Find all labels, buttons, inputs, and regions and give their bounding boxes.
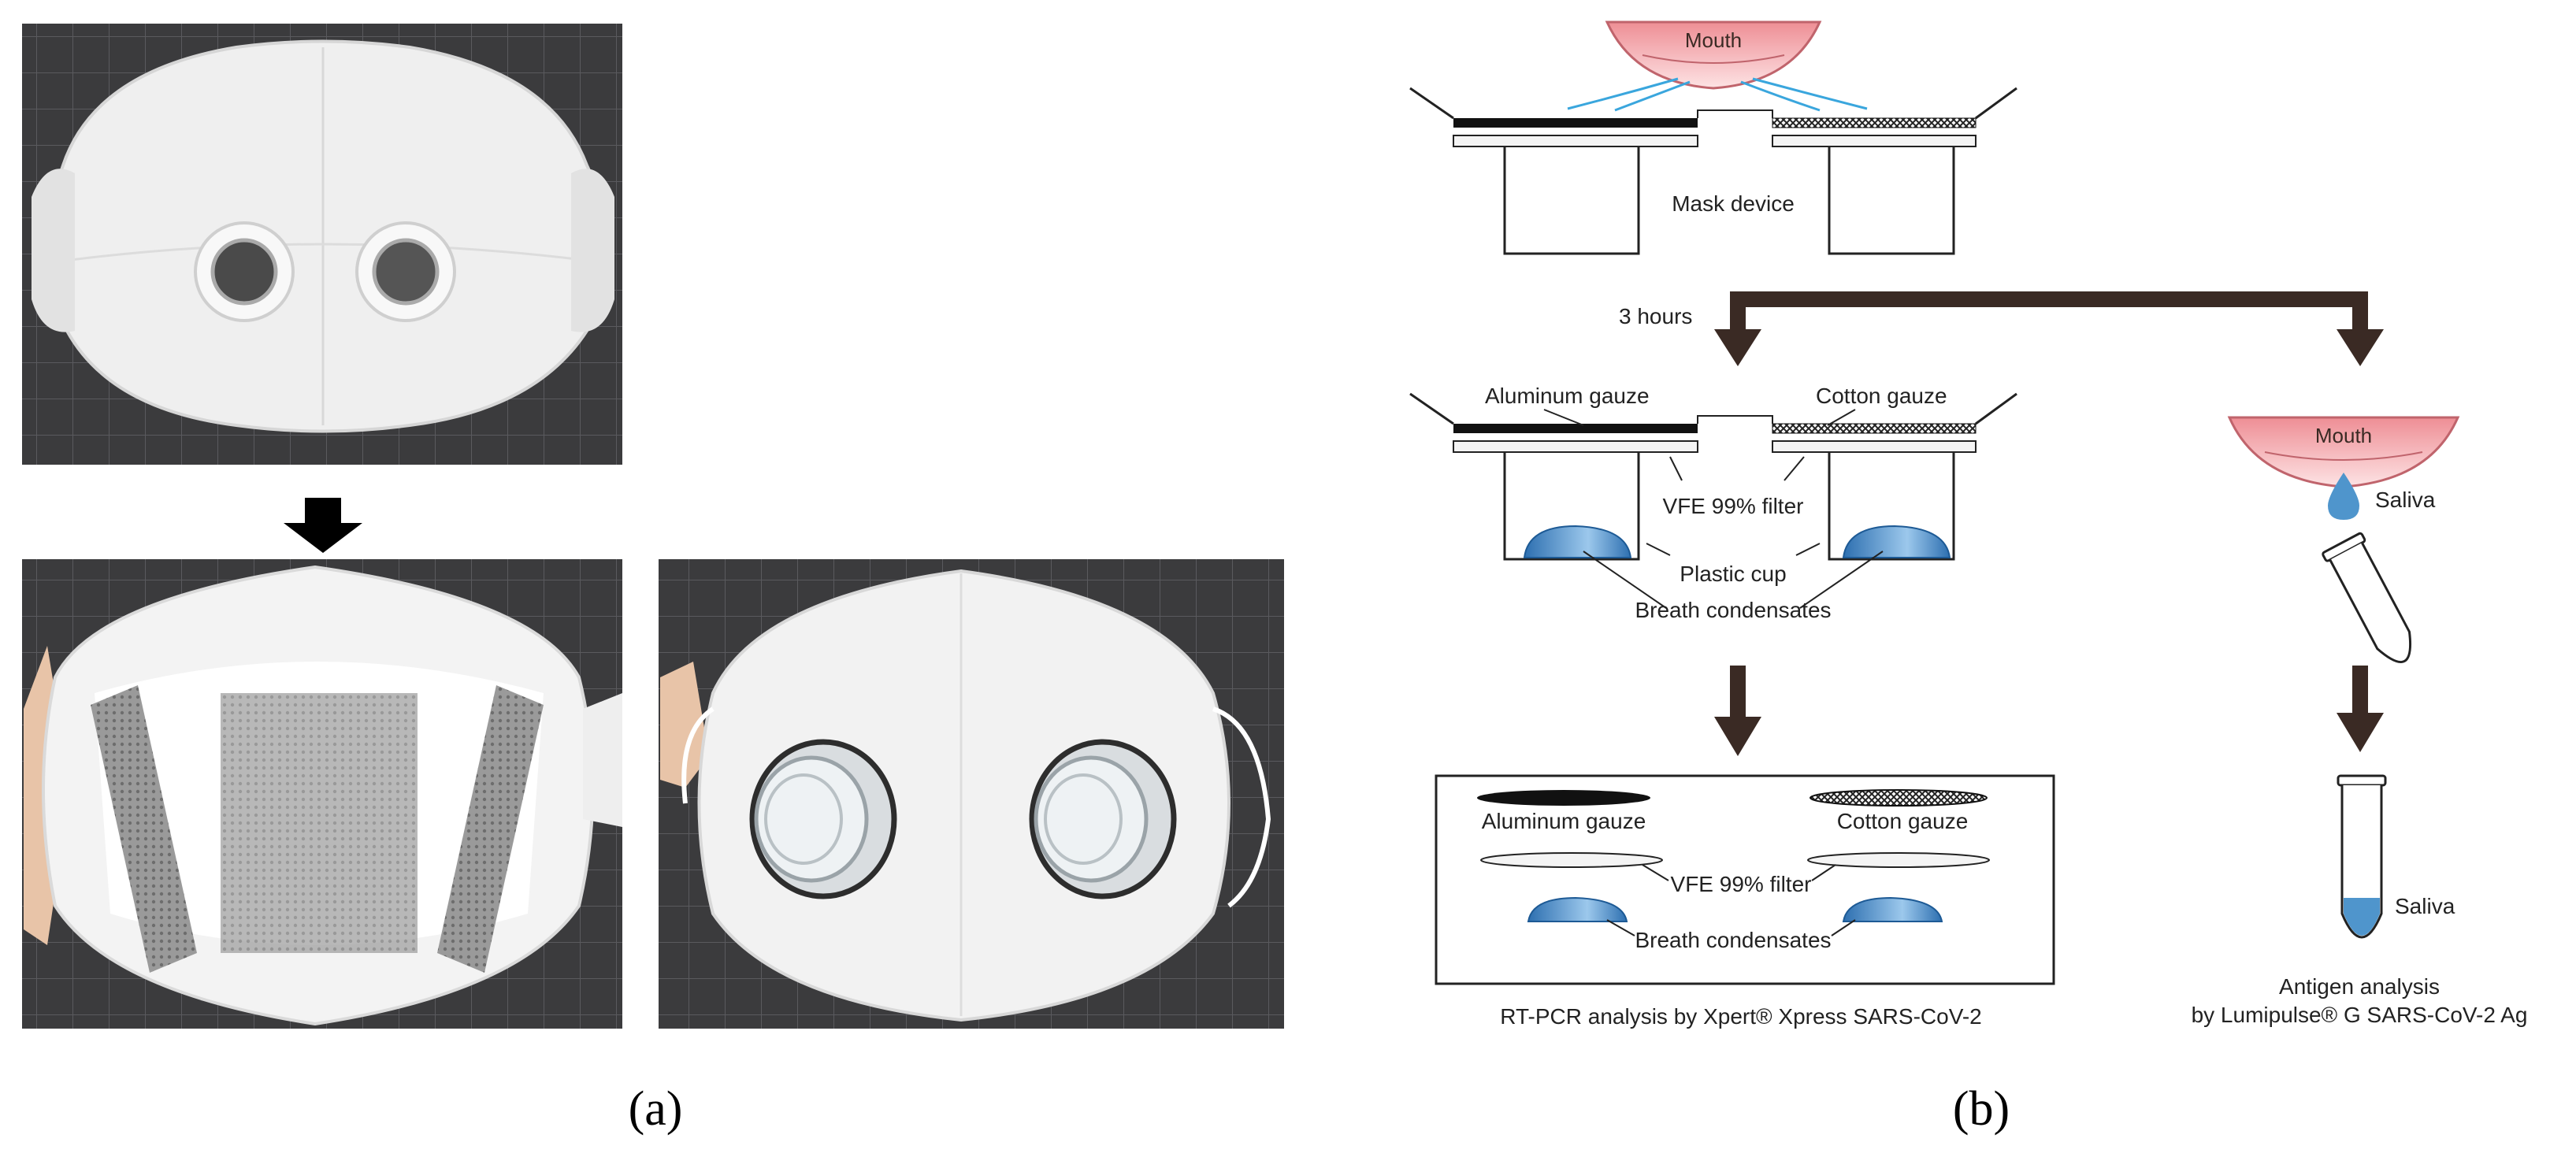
saliva-drop-icon (2328, 473, 2359, 520)
gauze-strip-center-icon (221, 693, 418, 953)
mask-device-middle (1409, 392, 2017, 561)
aluminum-gauze-label: Aluminum gauze (1485, 384, 1650, 408)
saliva-tube-label: Saliva (2395, 894, 2455, 918)
duration-label: 3 hours (1619, 304, 1692, 328)
mask-device-top (1409, 87, 2017, 255)
box-aluminum-gauze-label: Aluminum gauze (1482, 809, 1646, 833)
condensate-label: Breath condensates (1635, 598, 1831, 622)
arrow-to-collection-icon (1714, 307, 1761, 366)
antigen-caption-line2: by Lumipulse® G SARS-CoV-2 Ag (2192, 1003, 2528, 1027)
tilted-tube-icon (2322, 532, 2411, 663)
filter-label: VFE 99% filter (1663, 494, 1804, 518)
panel-a-label: (a) (629, 1082, 683, 1136)
antigen-caption-line1: Antigen analysis (2279, 974, 2440, 999)
leader-lines-middle (1543, 409, 1884, 609)
upright-tube-icon (2337, 774, 2387, 939)
box-condensate-label: Breath condensates (1635, 928, 1831, 952)
condensate-right-icon (1842, 525, 1951, 558)
rtpcr-caption: RT-PCR analysis by Xpert® Xpress SARS-Co… (1500, 1004, 1981, 1029)
mask-front-shape (46, 39, 607, 433)
leader-lines-box (1606, 864, 1856, 936)
box-filter-right-icon (1807, 852, 1990, 868)
cotton-gauze-label: Cotton gauze (1816, 384, 1947, 408)
arrow-to-rtpcr-box-icon (1714, 666, 1761, 756)
box-filter-label: VFE 99% filter (1671, 872, 1812, 896)
box-condensate-left-icon (1527, 896, 1628, 922)
arrow-to-antigen-icon (2337, 666, 2384, 752)
box-filter-left-icon (1480, 852, 1663, 868)
rtpcr-box (1435, 774, 2055, 985)
condensate-left-icon (1523, 525, 1632, 558)
photo-top (22, 24, 622, 465)
mask-cups-shape (697, 569, 1230, 1022)
photo-down-arrow-icon (284, 498, 362, 553)
mouth-top-icon (1605, 20, 1822, 90)
photo-bottom-left (22, 559, 622, 1029)
mouth-top-label: Mouth (1685, 28, 1742, 52)
gauze-strip-left-icon (91, 685, 197, 973)
mask-device-label: Mask device (1672, 191, 1795, 216)
arrow-to-saliva-icon (2337, 307, 2384, 366)
saliva-label: Saliva (2375, 488, 2436, 512)
mouth-right-label: Mouth (2315, 424, 2372, 447)
box-cotton-gauze-label: Cotton gauze (1837, 809, 1969, 833)
breath-lines-icon (1567, 77, 1868, 112)
gauze-strip-right-icon (437, 685, 544, 973)
panel-b-label: (b) (1953, 1082, 2010, 1136)
cup-label: Plastic cup (1680, 562, 1786, 586)
branch-connector (1730, 291, 2368, 331)
tube-saliva-fill-icon (2344, 898, 2380, 936)
photo-bottom-right (659, 559, 1284, 1029)
box-aluminum-gauze-icon (1477, 790, 1650, 806)
box-condensate-right-icon (1842, 896, 1943, 922)
box-cotton-gauze-icon (1810, 789, 1988, 807)
